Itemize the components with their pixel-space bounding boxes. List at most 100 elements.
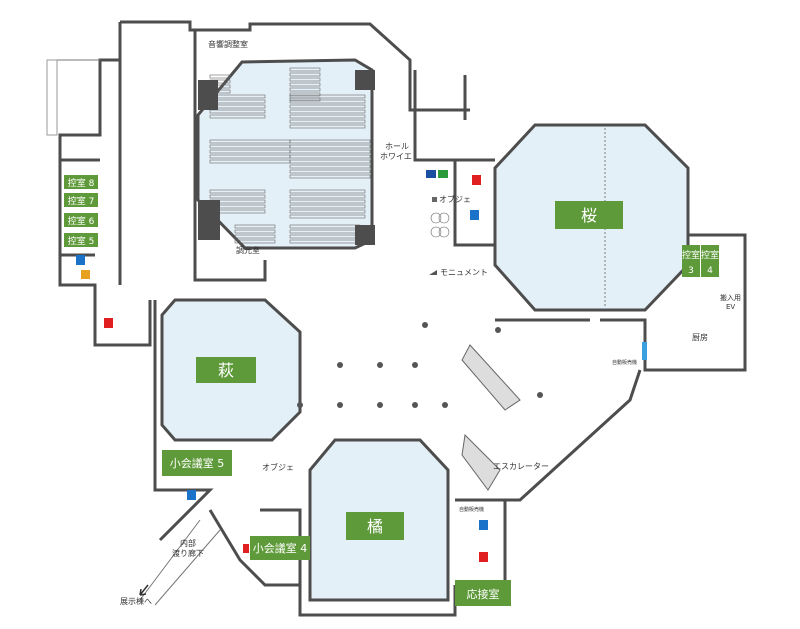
seat-row (289, 87, 321, 92)
seat-row (289, 214, 366, 219)
escalator (461, 344, 521, 491)
pillar (377, 362, 383, 368)
seat-row (289, 99, 366, 104)
waiting-room-5-label: 控室 5 (68, 235, 95, 247)
hagi-label: 萩 (218, 361, 234, 380)
seat-row (289, 124, 366, 129)
pillar (442, 402, 448, 408)
waiting-room-5[interactable] (64, 233, 98, 247)
pillars (297, 322, 543, 408)
seat-row (289, 149, 371, 154)
seat-row (289, 77, 321, 82)
tachibana-label-box[interactable] (346, 512, 404, 540)
seat-row (289, 82, 321, 87)
pillar (377, 402, 383, 408)
hall-foyer-label-2: ホワイエ (380, 152, 412, 161)
seat-row (289, 104, 366, 109)
pillar (537, 392, 543, 398)
restroom-male-icon-2 (479, 520, 488, 530)
lighting-control-room-label: 調光室 (236, 245, 260, 255)
waiting-room-3-label: 控室 (682, 249, 700, 261)
vending-machine-label-1: 自動販売機 (612, 359, 637, 366)
waiting-room-6[interactable] (64, 213, 98, 227)
objet-label-1: オブジェ (439, 194, 471, 204)
corridor-label-2: 渡り廊下 (172, 548, 204, 558)
objet-icon (432, 197, 437, 202)
elevator-10-icon (426, 170, 436, 178)
seat-row (289, 154, 371, 159)
kitchen-label: 厨房 (692, 332, 708, 342)
seat-row (209, 114, 266, 119)
sakura-hall: 桜 (493, 123, 690, 312)
seat-row (289, 119, 366, 124)
vending-machine-label-2: 自動販売機 (459, 506, 484, 513)
seat-row (209, 194, 266, 199)
seat-row (289, 94, 366, 99)
waiting-room-3[interactable] (682, 245, 700, 277)
pillar (412, 402, 418, 408)
waiting-room-4[interactable] (701, 245, 719, 277)
to-exhibition-label[interactable]: 展示棟へ (120, 596, 152, 606)
restroom-female-icon-4 (243, 544, 249, 553)
sound-control-room-label: 音響調整室 (208, 39, 248, 49)
restroom-female-icon-3 (104, 318, 113, 328)
building-walls (46, 20, 747, 617)
seat-row (209, 189, 266, 194)
pillar (412, 362, 418, 368)
tachibana-hall: 橘 (308, 438, 450, 602)
seat-row (289, 204, 366, 209)
seat-row (234, 234, 276, 239)
freight-elevator-label: 搬入用 (720, 293, 741, 302)
sakura-label: 桜 (581, 206, 597, 225)
seat-row (289, 144, 371, 149)
seat-row (289, 67, 321, 72)
waiting-room-3-number: 3 (688, 266, 694, 276)
restroom-female-icon-2 (479, 552, 488, 562)
restroom-male-icon-3 (76, 255, 85, 265)
seat-row (289, 109, 366, 114)
waiting-room-4-label: 控室 (701, 249, 719, 261)
seat-row (209, 74, 231, 79)
smoking-area-icon (438, 170, 448, 178)
hall-foyer-label-1: ホール (385, 142, 409, 151)
main-hall-auditorium: 音響調整室 調光室 (196, 39, 375, 255)
waiting-room-7[interactable] (64, 193, 98, 207)
seat-row (234, 239, 276, 244)
seat-row (289, 114, 366, 119)
sakura-label-box[interactable] (555, 201, 623, 229)
monument-label: モニュメント (440, 268, 488, 277)
waiting-room-4-number: 4 (707, 266, 713, 276)
seat-row (289, 209, 366, 214)
pillar (297, 402, 303, 408)
waiting-room-6-label: 控室 6 (68, 215, 95, 227)
restroom-male-icon (470, 210, 479, 220)
monument-icon (429, 270, 437, 275)
small-meeting-room-4-label: 小会議室 4 (253, 541, 308, 555)
waiting-room-8[interactable] (64, 175, 98, 189)
escalator-label: エスカレーター (493, 462, 549, 471)
corridor-label-1: 内部 (180, 538, 196, 548)
waiting-room-8-label: 控室 8 (68, 177, 95, 189)
seat-row (289, 169, 371, 174)
small-meeting-room-5[interactable] (162, 450, 232, 476)
tachibana-label: 橘 (367, 517, 383, 536)
seat-row (289, 199, 366, 204)
reception-room[interactable] (455, 580, 511, 606)
hagi-label-box[interactable] (196, 357, 256, 383)
restroom-male-icon-4 (187, 490, 196, 500)
seat-row (289, 189, 366, 194)
pillar (495, 327, 501, 333)
pillar (337, 362, 343, 368)
restroom-female-icon (472, 175, 481, 185)
reception-room-label: 応接室 (467, 587, 500, 601)
seat-row (234, 229, 276, 234)
freight-elevator-label-ev: EV (726, 303, 735, 311)
pillar (422, 322, 428, 328)
small-meeting-room-4[interactable] (250, 536, 310, 560)
seat-row (289, 159, 371, 164)
seat-row (234, 224, 276, 229)
lounge-seating (430, 212, 450, 238)
pillar (337, 402, 343, 408)
seat-row (289, 92, 321, 97)
